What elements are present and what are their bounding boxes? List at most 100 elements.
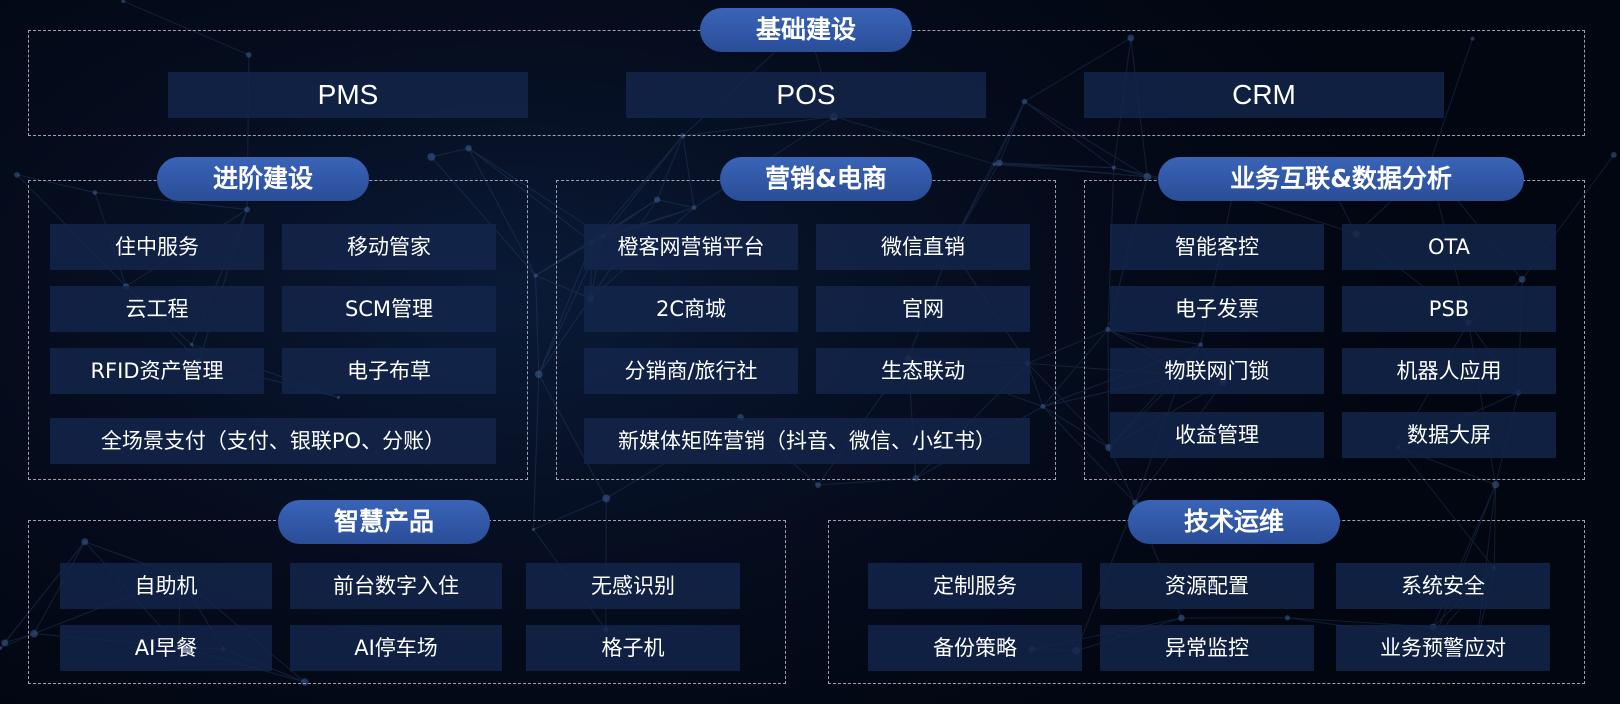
network-node [1021, 98, 1028, 105]
network-node [1111, 165, 1116, 170]
network-line [94, 192, 248, 211]
network-line [33, 541, 86, 634]
network-node [1, 639, 9, 647]
network-node [534, 370, 543, 379]
smart-item: AI早餐 [60, 625, 272, 671]
business-item: 机器人应用 [1342, 348, 1556, 394]
network-node [92, 190, 98, 195]
network-line [1027, 328, 1109, 364]
network-line [602, 135, 684, 237]
smart-item: 格子机 [526, 625, 740, 671]
marketing-title: 营销&电商 [720, 157, 932, 201]
network-node [1198, 342, 1203, 347]
network-node [815, 482, 821, 488]
network-node [602, 494, 611, 503]
advanced-item: 移动管家 [282, 224, 496, 270]
network-node [336, 395, 341, 399]
network-node [1105, 326, 1111, 332]
network-line [538, 298, 591, 375]
network-node [531, 527, 536, 532]
network-line [538, 374, 607, 499]
network-node [427, 152, 436, 161]
business-item: 收益管理 [1110, 412, 1324, 458]
network-line [468, 147, 604, 237]
network-node [1518, 275, 1526, 283]
network-line [1493, 484, 1497, 569]
advanced-item: RFID资产管理 [50, 348, 264, 394]
business-item: PSB [1342, 286, 1556, 332]
network-line [535, 275, 540, 375]
network-line [532, 374, 540, 530]
network-node [1127, 34, 1135, 42]
network-line [656, 135, 684, 200]
foundation-item-pos: POS [626, 72, 986, 118]
network-line [999, 162, 1114, 169]
advanced-item-wide: 全场景支付（支付、银联PO、分账） [50, 418, 496, 464]
network-line [1024, 37, 1132, 102]
network-line [994, 162, 1000, 165]
network-line [0, 541, 86, 649]
network-node [121, 0, 126, 4]
network-line [430, 156, 536, 276]
network-line [682, 135, 695, 208]
network-node [1470, 36, 1475, 41]
network-node [244, 206, 251, 213]
network-node [992, 162, 997, 167]
network-line [994, 163, 1148, 178]
advanced-item: SCM管理 [282, 286, 496, 332]
network-line [999, 162, 1148, 178]
network-node [245, 52, 252, 58]
network-line [1042, 406, 1110, 449]
network-line [1428, 38, 1474, 166]
marketing-item: 微信直销 [816, 224, 1030, 270]
network-line [833, 116, 995, 165]
network-line [1027, 363, 1110, 449]
smart-item: 自助机 [60, 563, 272, 609]
network-line [1024, 101, 1148, 178]
network-line [1042, 406, 1136, 504]
business-item: 物联网门锁 [1110, 348, 1324, 394]
network-line [994, 163, 1114, 169]
marketing-item-wide: 新媒体矩阵营销（抖音、微信、小红书） [584, 418, 1030, 464]
network-node [1178, 614, 1185, 622]
advanced-item: 云工程 [50, 286, 264, 332]
tech-ops-title: 技术运维 [1128, 500, 1340, 544]
network-line [538, 242, 593, 375]
ops-item: 业务预警应对 [1336, 625, 1550, 671]
advanced-item: 住中服务 [50, 224, 264, 270]
network-node [0, 646, 2, 651]
network-node [30, 629, 38, 638]
business-item: 数据大屏 [1342, 412, 1556, 458]
network-line [468, 147, 593, 243]
network-node [995, 159, 1003, 167]
network-line [994, 101, 1025, 165]
network-node [533, 273, 538, 278]
network-line [1476, 484, 1497, 640]
advanced-title: 进阶建设 [157, 157, 369, 201]
ops-item: 资源配置 [1100, 563, 1314, 609]
network-line [16, 174, 96, 194]
network-line [657, 199, 695, 209]
network-line [682, 116, 835, 137]
network-line [431, 147, 469, 158]
network-line [1113, 167, 1148, 178]
smart-products-title: 智慧产品 [278, 500, 490, 544]
business-item: 电子发票 [1110, 286, 1324, 332]
foundation-title: 基础建设 [700, 8, 912, 52]
network-node [190, 342, 194, 347]
smart-item: 前台数字入住 [290, 563, 502, 609]
network-node [1610, 151, 1617, 158]
network-line [1433, 484, 1496, 640]
network-node [1143, 172, 1152, 181]
ops-item: 备份策略 [868, 625, 1082, 671]
network-node [691, 205, 697, 210]
network-line [950, 101, 1025, 248]
smart-item: 无感识别 [526, 563, 740, 609]
network-node [14, 171, 20, 178]
smart-item: AI停车场 [290, 625, 502, 671]
marketing-item: 官网 [816, 286, 1030, 332]
network-node [81, 538, 89, 546]
network-node [654, 196, 661, 203]
marketing-item: 橙客网营销平台 [584, 224, 798, 270]
